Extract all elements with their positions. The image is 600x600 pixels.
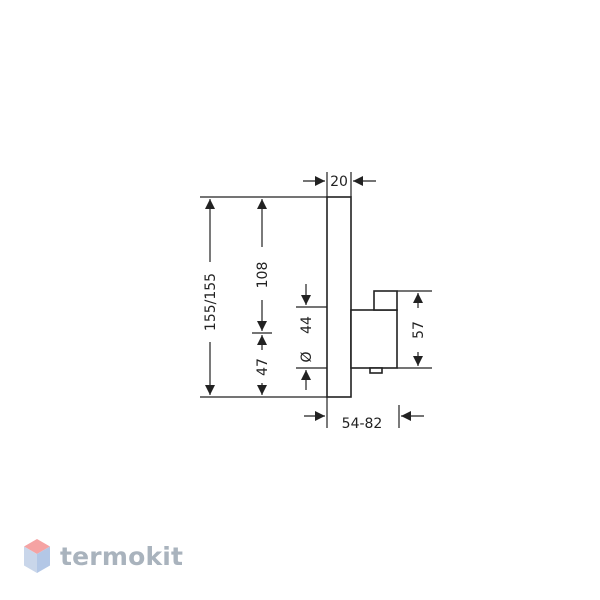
diameter-symbol: Ø (299, 351, 315, 362)
dim-upper-height: 108 (255, 262, 271, 289)
bottom-stub (369, 367, 383, 374)
dim-total-height: 155/155 (203, 273, 219, 331)
dim-depth-range: 54-82 (342, 416, 383, 432)
watermark: termokit (22, 534, 183, 578)
termokit-logo-icon (24, 539, 50, 573)
dim-plate-thickness: 20 (330, 174, 348, 190)
watermark-text: termokit (60, 541, 184, 571)
dim-body-height: 57 (411, 321, 427, 339)
dim-lower-height: 47 (255, 358, 271, 376)
dim-diameter-value: 44 (299, 316, 315, 334)
top-spindle (373, 290, 398, 311)
cover-plate (326, 196, 352, 398)
thermostat-body (350, 309, 398, 369)
